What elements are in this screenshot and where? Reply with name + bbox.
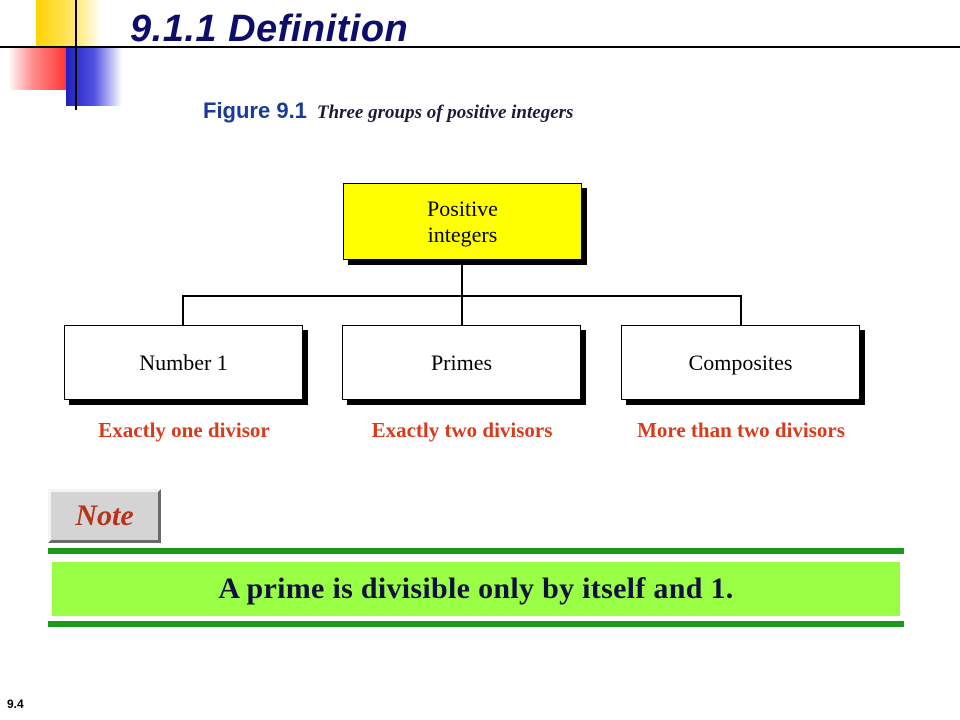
note-bottom-rule	[48, 621, 904, 627]
connector-stem	[461, 263, 463, 296]
connector-to-primes	[461, 295, 463, 325]
connector-to-composites	[740, 295, 742, 325]
figure-caption-text: Three groups of positive integers	[316, 102, 574, 123]
connector-to-number-1	[182, 295, 184, 325]
description-primes: Exactly two divisors	[371, 418, 553, 442]
diagram-node-primes: Primes	[342, 325, 581, 400]
page-number: 9.4	[7, 697, 24, 711]
diagram-node-number-1: Number 1	[64, 325, 303, 400]
diagram-node-composites: Composites	[621, 325, 860, 400]
decorative-red-square	[8, 46, 68, 90]
note-tag: Note	[48, 489, 161, 543]
figure-number: Figure 9.1	[203, 98, 307, 123]
figure-caption: Figure 9.1 Three groups of positive inte…	[203, 98, 573, 124]
slide-title: 9.1.1 Definition	[130, 8, 409, 50]
decorative-yellow-square	[36, 0, 102, 46]
note-text: A prime is divisible only by itself and …	[52, 562, 900, 616]
description-number-1: Exactly one divisor	[98, 418, 270, 442]
diagram-root-positive-integers: Positive integers	[343, 183, 582, 260]
description-composites: More than two divisors	[637, 418, 845, 442]
title-horizontal-rule	[0, 46, 960, 48]
title-vertical-rule	[75, 0, 77, 110]
note-top-rule	[48, 548, 904, 554]
